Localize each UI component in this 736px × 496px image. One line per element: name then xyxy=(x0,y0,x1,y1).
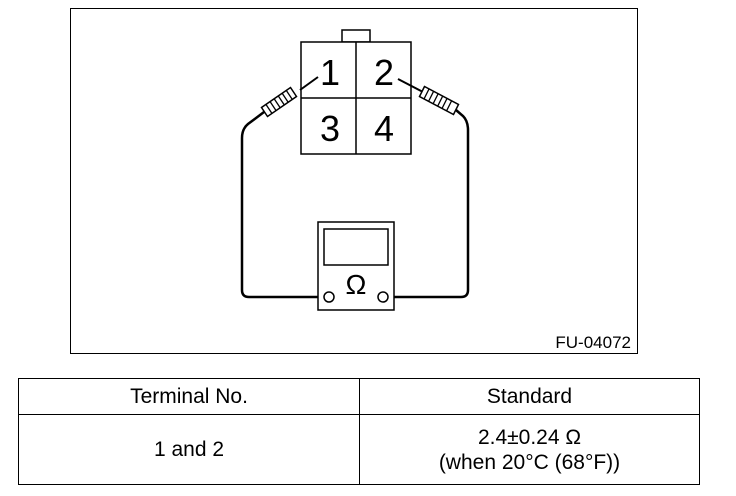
left-probe-body xyxy=(260,86,298,118)
left-test-lead xyxy=(240,111,323,299)
connector-lock-tab xyxy=(341,29,371,43)
header-terminal-no: Terminal No. xyxy=(18,378,360,415)
connector-diagram: 1 2 3 4 Ω xyxy=(240,29,631,352)
ohmmeter: Ω xyxy=(317,221,395,311)
right-test-lead xyxy=(389,109,470,299)
connector: 1 2 3 4 xyxy=(300,29,412,155)
terminal-4-label: 4 xyxy=(374,108,394,149)
right-probe-tip xyxy=(397,78,424,93)
right-probe-grip xyxy=(423,88,453,112)
cell-terminal-value: 1 and 2 xyxy=(153,438,225,461)
cell-standard: 2.4±0.24 Ω (when 20°C (68°F)) xyxy=(359,414,700,485)
ohmmeter-left-jack xyxy=(323,291,335,303)
figure-frame xyxy=(70,8,638,354)
cell-standard-condition: (when 20°C (68°F)) xyxy=(438,450,621,474)
terminal-3-label: 3 xyxy=(320,108,340,149)
header-standard: Standard xyxy=(359,378,700,415)
left-probe-tip xyxy=(299,76,319,91)
cell-standard-value: 2.4±0.24 Ω xyxy=(477,425,582,449)
right-probe-body xyxy=(418,85,460,116)
ohmmeter-right-jack xyxy=(377,291,389,303)
figure-code: FU-04072 xyxy=(555,333,631,352)
cell-terminal: 1 and 2 xyxy=(18,414,360,485)
ohm-symbol: Ω xyxy=(346,269,367,300)
right-probe xyxy=(397,78,460,116)
left-probe-grip xyxy=(265,89,293,114)
terminal-2-label: 2 xyxy=(374,52,394,93)
ohmmeter-display xyxy=(323,228,389,266)
terminal-1-label: 1 xyxy=(320,52,340,93)
left-probe xyxy=(260,76,319,118)
table-header-row: Terminal No. Standard xyxy=(18,378,700,415)
table-row: 1 and 2 2.4±0.24 Ω (when 20°C (68°F)) xyxy=(18,414,700,485)
spec-table: Terminal No. Standard 1 and 2 2.4±0.24 Ω… xyxy=(18,378,700,485)
